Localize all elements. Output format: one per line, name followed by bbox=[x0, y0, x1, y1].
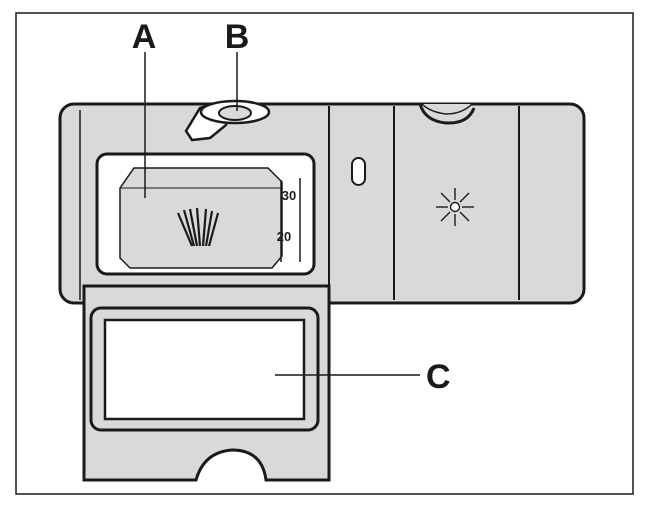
scale-label-upper: 30 bbox=[282, 188, 296, 203]
lid-inner-window bbox=[103, 318, 306, 421]
selector-knob-inner bbox=[218, 105, 252, 121]
sun-star-icon bbox=[436, 188, 474, 226]
reservoir-inner-recess bbox=[119, 167, 283, 269]
rinse-aid-symbol-icon bbox=[176, 207, 220, 247]
rinse-aid-reservoir: 30 20 bbox=[95, 152, 316, 276]
callout-label-c: C bbox=[426, 358, 451, 396]
detergent-compartment-lid bbox=[82, 284, 331, 482]
latch-notch bbox=[418, 103, 476, 125]
callout-label-b: B bbox=[225, 18, 250, 56]
level-indicator-slot bbox=[351, 157, 366, 186]
latch-notch-inner bbox=[421, 103, 473, 115]
dosage-selector bbox=[184, 99, 271, 142]
callout-label-a: A bbox=[132, 18, 157, 56]
scale-label-lower: 20 bbox=[277, 229, 291, 244]
